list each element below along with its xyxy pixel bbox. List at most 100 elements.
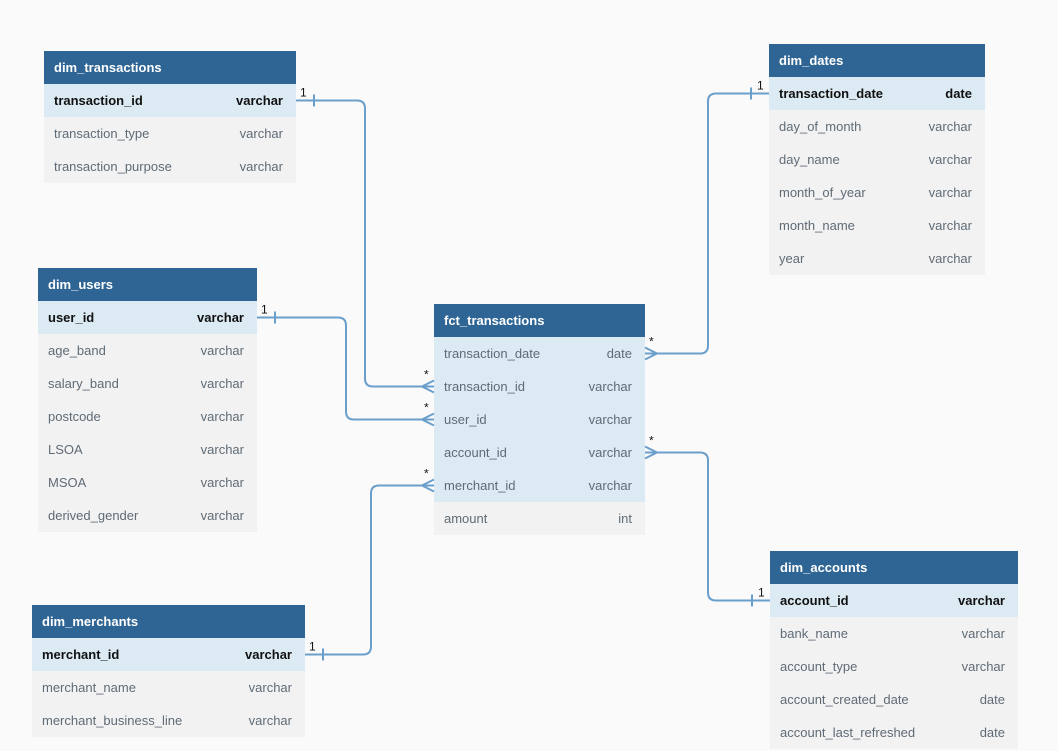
relationship-dim-merchants-fct-transactions: 1* bbox=[305, 467, 435, 661]
table-header[interactable]: dim_transactions bbox=[44, 51, 296, 84]
column-type: varchar bbox=[928, 218, 972, 233]
column-row-merchant-id[interactable]: merchant_id varchar bbox=[434, 469, 645, 502]
column-type: varchar bbox=[236, 93, 283, 108]
cardinality-one-label: 1 bbox=[261, 303, 268, 317]
column-name: transaction_type bbox=[54, 126, 150, 141]
column-type: varchar bbox=[588, 445, 632, 460]
column-row-user-id[interactable]: user_id varchar bbox=[434, 403, 645, 436]
column-row-bank-name[interactable]: bank_name varchar bbox=[770, 617, 1018, 650]
column-row-day-of-month[interactable]: day_of_month varchar bbox=[769, 110, 985, 143]
cardinality-one-label: 1 bbox=[300, 86, 307, 100]
relationship-dim-transactions-fct-transactions: 1* bbox=[296, 86, 435, 394]
relationship-line bbox=[296, 99, 434, 388]
column-name: account_id bbox=[444, 445, 507, 460]
column-row-transaction-purpose[interactable]: transaction_purpose varchar bbox=[44, 150, 296, 183]
cardinality-many-label: * bbox=[424, 467, 429, 481]
column-type: varchar bbox=[197, 310, 244, 325]
column-type: varchar bbox=[200, 409, 244, 424]
relationship-dim-users-fct-transactions: 1* bbox=[257, 303, 435, 427]
column-name: user_id bbox=[444, 412, 487, 427]
column-type: varchar bbox=[588, 412, 632, 427]
column-name: account_type bbox=[780, 659, 858, 674]
column-name: transaction_id bbox=[54, 93, 143, 108]
column-name: account_last_refreshed bbox=[780, 725, 916, 740]
many-marker bbox=[421, 412, 435, 427]
many-marker bbox=[644, 346, 658, 361]
column-row-user-id[interactable]: user_id varchar bbox=[38, 301, 257, 334]
column-type: varchar bbox=[248, 680, 292, 695]
column-name: transaction_purpose bbox=[54, 159, 172, 174]
column-type: varchar bbox=[200, 508, 244, 523]
column-type: varchar bbox=[588, 379, 632, 394]
column-name: LSOA bbox=[48, 442, 83, 457]
table-header[interactable]: dim_users bbox=[38, 268, 257, 301]
column-row-month-name[interactable]: month_name varchar bbox=[769, 209, 985, 242]
column-type: varchar bbox=[928, 119, 972, 134]
column-name: year bbox=[779, 251, 805, 266]
column-name: account_created_date bbox=[780, 692, 909, 707]
column-name: bank_name bbox=[780, 626, 848, 641]
column-type: varchar bbox=[961, 626, 1005, 641]
table-header[interactable]: dim_merchants bbox=[32, 605, 305, 638]
cardinality-many-label: * bbox=[424, 401, 429, 415]
relationship-dim-accounts-fct-transactions: 1* bbox=[644, 434, 770, 607]
column-row-derived-gender[interactable]: derived_gender varchar bbox=[38, 499, 257, 532]
column-name: day_of_month bbox=[779, 119, 862, 134]
column-type: varchar bbox=[239, 159, 283, 174]
table-header[interactable]: dim_dates bbox=[769, 44, 985, 77]
column-name: user_id bbox=[48, 310, 95, 325]
column-type: varchar bbox=[200, 442, 244, 457]
cardinality-many-label: * bbox=[649, 335, 654, 349]
relationship-line bbox=[645, 92, 769, 355]
column-row-account-id[interactable]: account_id varchar bbox=[434, 436, 645, 469]
column-name: day_name bbox=[779, 152, 840, 167]
column-row-account-last-refreshed[interactable]: account_last_refreshed date bbox=[770, 716, 1018, 749]
column-type: varchar bbox=[248, 713, 292, 728]
relationship-line bbox=[645, 451, 770, 602]
column-name: merchant_id bbox=[42, 647, 120, 662]
column-type: varchar bbox=[200, 376, 244, 391]
column-name: month_of_year bbox=[779, 185, 866, 200]
column-row-account-type[interactable]: account_type varchar bbox=[770, 650, 1018, 683]
column-type: varchar bbox=[588, 478, 632, 493]
column-name: merchant_id bbox=[444, 478, 516, 493]
column-type: varchar bbox=[200, 475, 244, 490]
column-type: varchar bbox=[961, 659, 1005, 674]
cardinality-one-label: 1 bbox=[758, 586, 765, 600]
column-row-transaction-id[interactable]: transaction_id varchar bbox=[44, 84, 296, 117]
column-type: date bbox=[979, 725, 1005, 740]
column-name: age_band bbox=[48, 343, 106, 358]
table-header[interactable]: fct_transactions bbox=[434, 304, 645, 337]
table-header[interactable]: dim_accounts bbox=[770, 551, 1018, 584]
relationship-dim-dates-fct-transactions: 1* bbox=[644, 79, 769, 361]
column-name: month_name bbox=[779, 218, 855, 233]
column-row-lsoa[interactable]: LSOA varchar bbox=[38, 433, 257, 466]
column-name: derived_gender bbox=[48, 508, 139, 523]
many-marker bbox=[644, 445, 658, 460]
